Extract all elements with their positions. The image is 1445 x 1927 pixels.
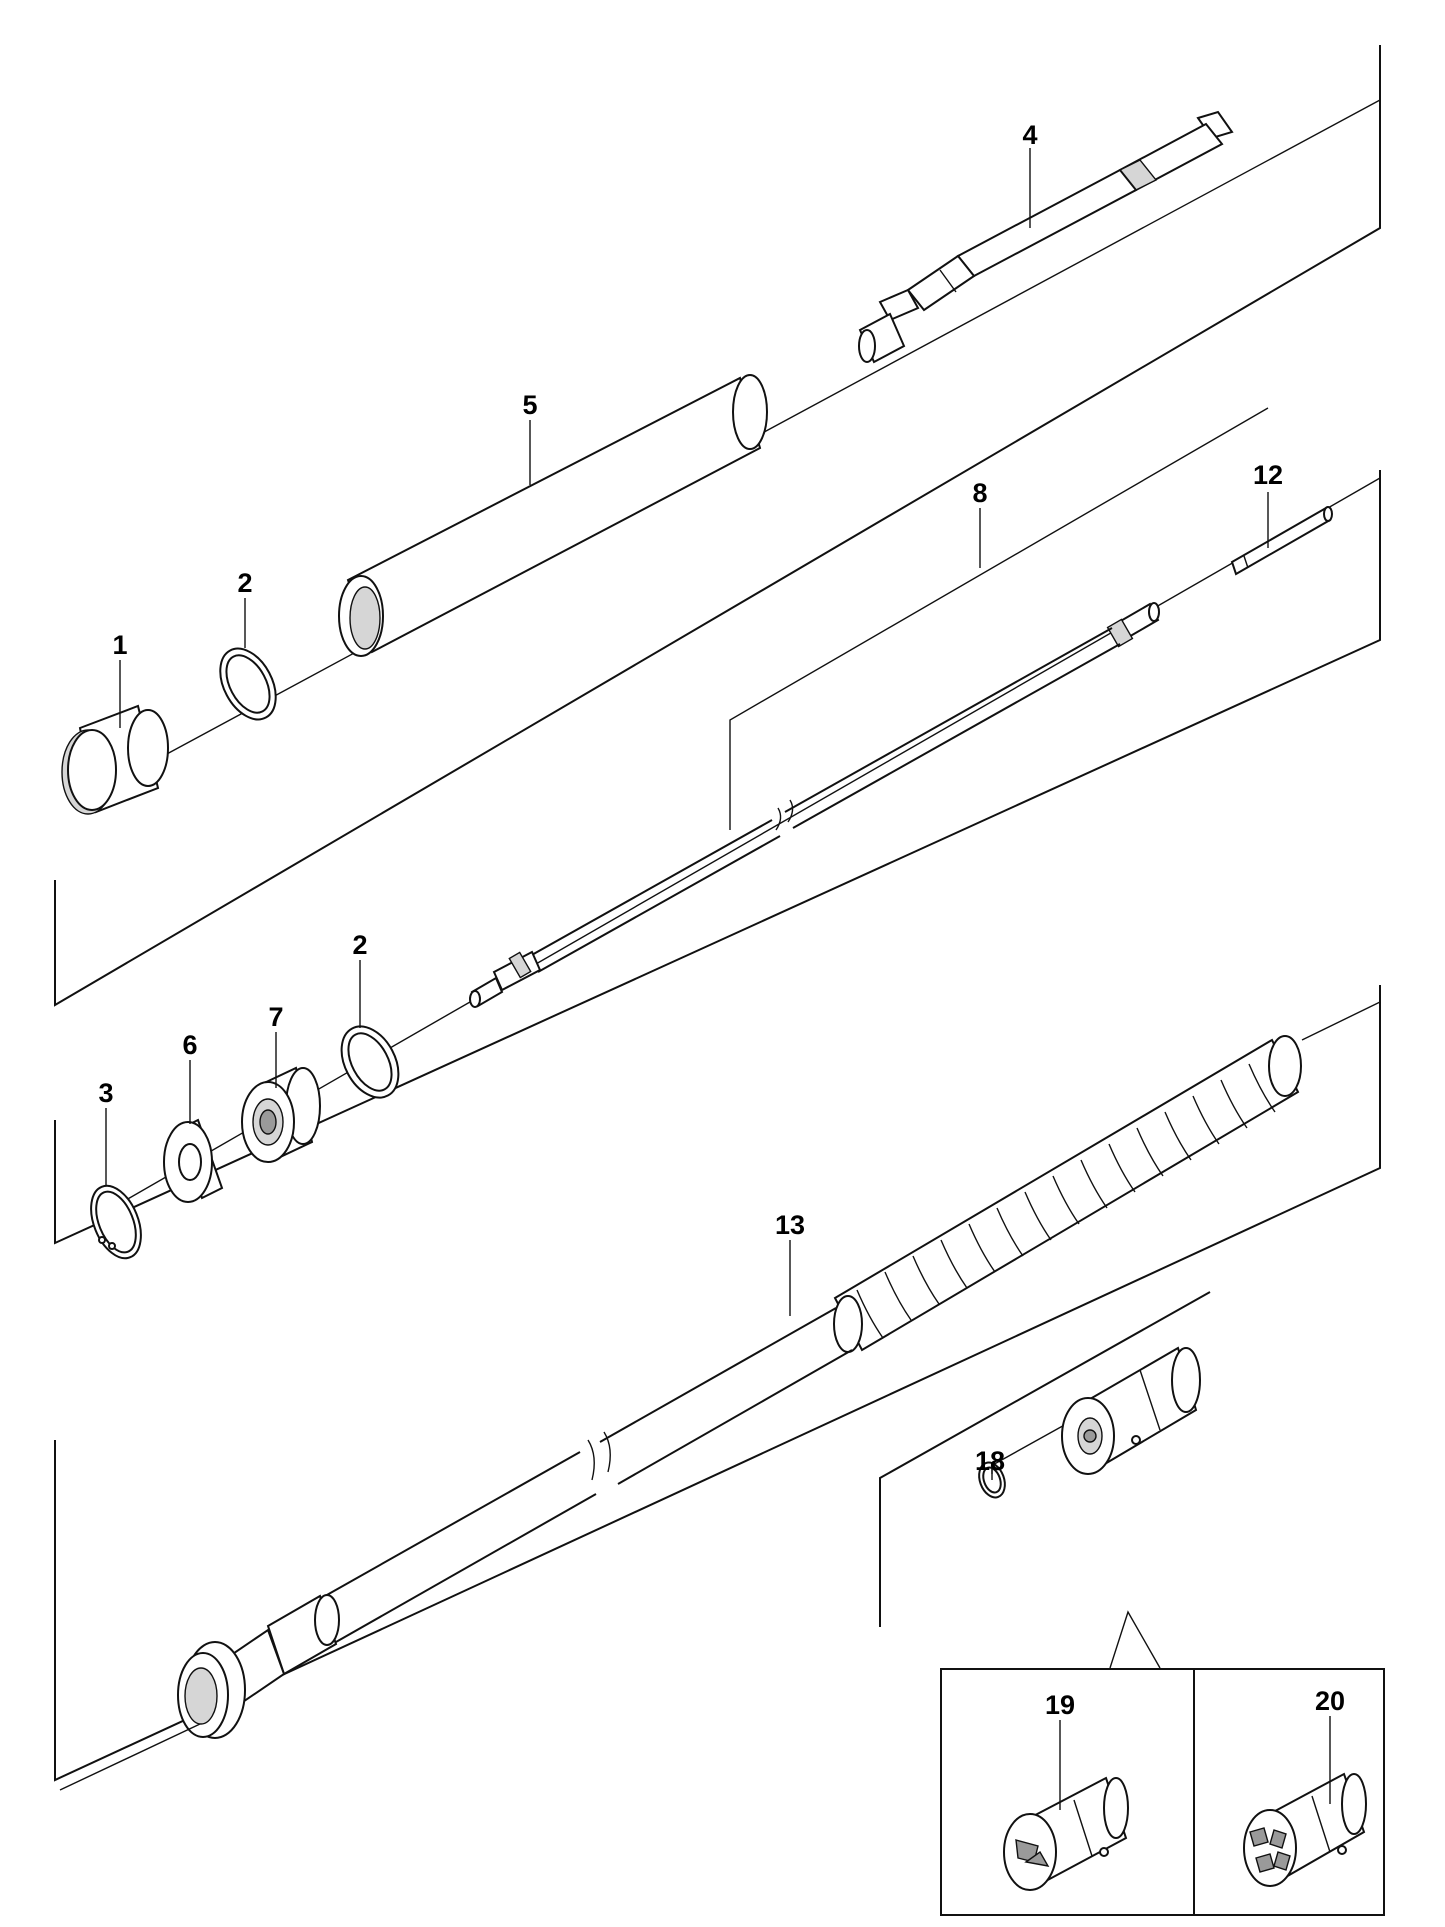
group-frame-hose <box>54 985 1381 1782</box>
group-frame-head <box>54 45 1381 1007</box>
group-head-assembly <box>54 45 1381 1007</box>
bracket-8-12 <box>729 407 1269 830</box>
part-20-coupling-variant <box>1243 1772 1367 1887</box>
callout-3: 3 <box>98 1078 113 1108</box>
part-coupling-body <box>1061 1346 1201 1475</box>
part-19-coupling-variant <box>1003 1776 1129 1891</box>
axis-line-head <box>164 99 1381 756</box>
part-13-hose <box>59 1001 1381 1791</box>
callout-18: 18 <box>975 1446 1005 1476</box>
part-2-oring-top <box>219 647 277 721</box>
part-7-bearing <box>241 1066 321 1163</box>
part-3-circlip <box>90 1184 142 1260</box>
callout-1: 1 <box>112 630 127 660</box>
group-shaft-assembly <box>54 407 1381 1260</box>
part-6-washer <box>163 1118 224 1203</box>
part-12-drive-pin <box>1230 506 1333 576</box>
callout-13: 13 <box>775 1210 805 1240</box>
hose-ribs <box>856 1063 1276 1339</box>
option-box-20 <box>1193 1668 1385 1916</box>
part-1-end-cap <box>61 704 169 815</box>
group-coupling-assembly <box>879 1291 1211 1669</box>
callout-6: 6 <box>182 1030 197 1060</box>
callout-4: 4 <box>1022 120 1037 150</box>
part-2-oring-mid <box>340 1025 400 1099</box>
part-8-inner-shaft <box>469 602 1160 1008</box>
callout-5: 5 <box>522 390 537 420</box>
callout-labels: 4 5 8 12 2 1 2 7 6 3 13 18 19 20 <box>98 120 1345 1720</box>
callout-12: 12 <box>1253 460 1283 490</box>
group-frame-shaft <box>54 470 1381 1245</box>
callout-2-top: 2 <box>237 568 252 598</box>
option-panel <box>940 1668 1385 1916</box>
group-hose-assembly <box>54 985 1381 1791</box>
callout-2-mid: 2 <box>352 930 367 960</box>
part-5-tube <box>338 374 768 657</box>
callout-8: 8 <box>972 478 987 508</box>
leader-lines <box>105 148 1331 1810</box>
part-4-shaft <box>858 110 1234 364</box>
callout-7: 7 <box>268 1002 283 1032</box>
option-leader <box>1109 1610 1161 1669</box>
callout-20: 20 <box>1315 1686 1345 1716</box>
callout-19: 19 <box>1045 1690 1075 1720</box>
group-frame-coupling <box>879 1291 1211 1627</box>
